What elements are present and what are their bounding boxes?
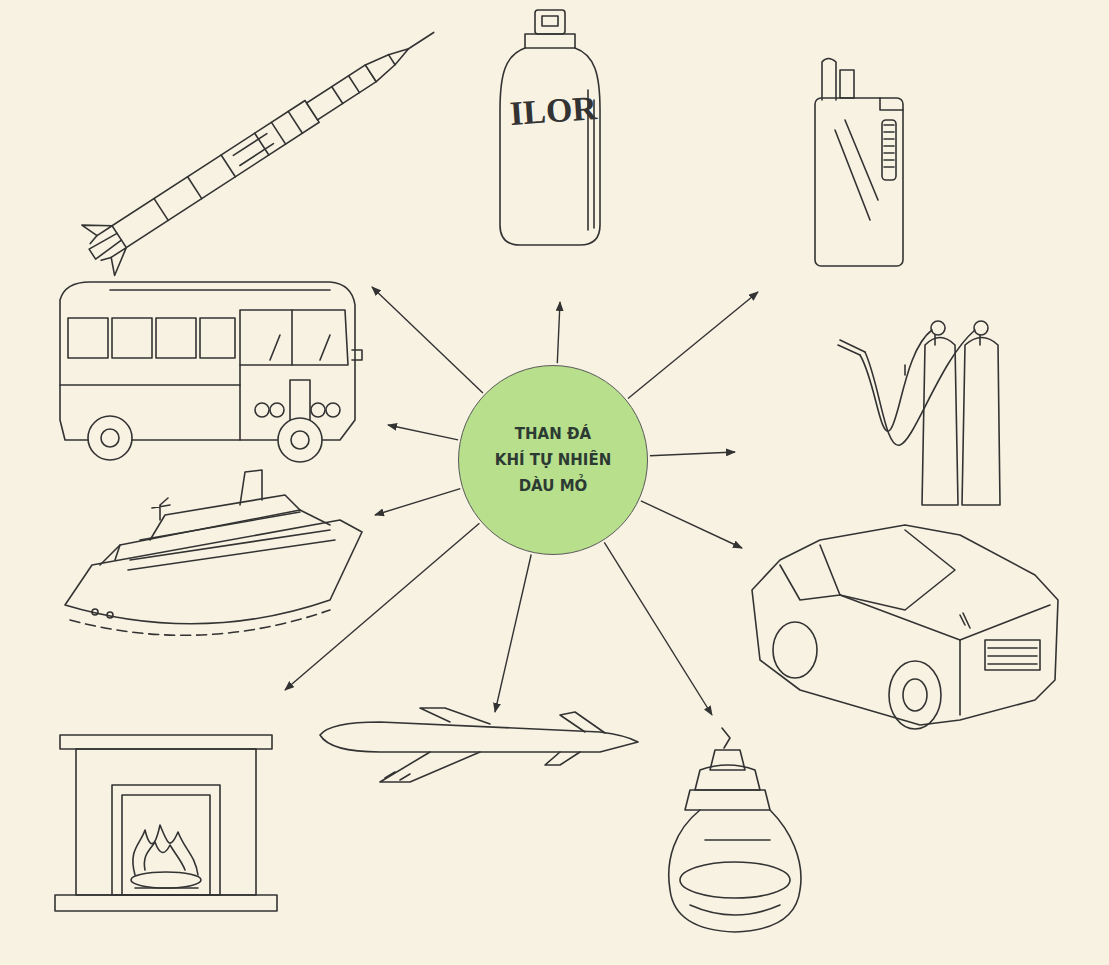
node-text: THAN ĐÁ xyxy=(515,421,591,447)
oil-lamp-drawing xyxy=(669,728,801,932)
pointer-arrow xyxy=(495,555,531,713)
ship-drawing xyxy=(65,470,362,635)
pointer-arrow xyxy=(641,501,742,548)
pointer-arrow xyxy=(372,287,483,393)
car-drawing xyxy=(752,525,1058,729)
pointer-arrow xyxy=(285,523,479,690)
bus-drawing xyxy=(60,282,362,462)
airplane-drawing xyxy=(320,708,638,782)
rocket-drawing xyxy=(76,7,450,279)
node-text: DÀU MỎ xyxy=(519,473,588,499)
welding-set-drawing xyxy=(838,321,1000,505)
pointer-arrow xyxy=(557,302,560,363)
fireplace-drawing xyxy=(55,735,277,911)
center-circle: THAN ĐÁKHÍ TỰ NHIÊNDÀU MỎ xyxy=(458,365,648,555)
bottle-label: ILOR xyxy=(509,89,598,133)
lighter-drawing xyxy=(815,59,903,267)
pointer-arrow xyxy=(650,452,735,456)
pointer-arrow xyxy=(604,542,712,715)
node-text: KHÍ TỰ NHIÊN xyxy=(495,447,611,473)
pointer-arrow xyxy=(388,425,458,440)
pointer-arrow xyxy=(375,489,460,515)
pointer-arrow xyxy=(628,292,758,399)
gas-bottle-drawing xyxy=(500,10,600,245)
